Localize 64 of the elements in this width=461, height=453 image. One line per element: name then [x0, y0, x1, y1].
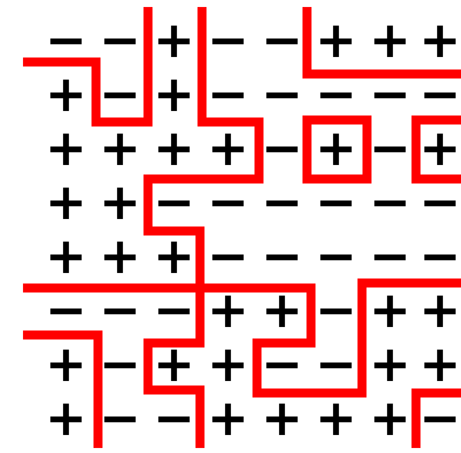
- sign: −: [104, 308, 136, 314]
- sign: +: [424, 296, 456, 327]
- sign: −: [374, 200, 406, 206]
- sign: +: [158, 80, 190, 111]
- sign: −: [266, 254, 298, 260]
- sign: +: [50, 80, 82, 111]
- sign: +: [424, 26, 456, 57]
- sign: +: [212, 404, 244, 435]
- sign: −: [424, 254, 456, 260]
- sign: −: [104, 362, 136, 368]
- sign: −: [266, 38, 298, 44]
- sign: −: [212, 200, 244, 206]
- sign: +: [424, 350, 456, 381]
- sign: +: [374, 404, 406, 435]
- sign: −: [212, 38, 244, 44]
- sign: −: [104, 92, 136, 98]
- sign: +: [50, 134, 82, 165]
- sign: +: [50, 350, 82, 381]
- sign: −: [320, 362, 352, 368]
- sign: +: [158, 350, 190, 381]
- sign: +: [212, 296, 244, 327]
- sign: +: [104, 188, 136, 219]
- sign: +: [266, 296, 298, 327]
- sign: +: [320, 134, 352, 165]
- sign: −: [50, 308, 82, 314]
- sign: −: [320, 92, 352, 98]
- sign: +: [374, 350, 406, 381]
- sign: −: [374, 254, 406, 260]
- sign: +: [104, 134, 136, 165]
- sign: −: [212, 254, 244, 260]
- sign: +: [374, 26, 406, 57]
- sign: −: [104, 416, 136, 422]
- sign: +: [50, 188, 82, 219]
- sign: −: [266, 146, 298, 152]
- sign: −: [374, 146, 406, 152]
- sign: +: [374, 296, 406, 327]
- sign: −: [320, 254, 352, 260]
- sign: −: [212, 92, 244, 98]
- sign: +: [50, 242, 82, 273]
- sign: −: [424, 416, 456, 422]
- sign: +: [158, 134, 190, 165]
- sign: −: [158, 308, 190, 314]
- sign: +: [266, 404, 298, 435]
- sign: −: [104, 38, 136, 44]
- sign: +: [104, 242, 136, 273]
- sign: +: [50, 404, 82, 435]
- sign: −: [50, 38, 82, 44]
- sign: −: [266, 362, 298, 368]
- sign: −: [320, 308, 352, 314]
- sign: −: [424, 92, 456, 98]
- sign: −: [158, 416, 190, 422]
- sign: +: [158, 242, 190, 273]
- sign: −: [266, 200, 298, 206]
- sign: −: [158, 200, 190, 206]
- sign: +: [424, 134, 456, 165]
- sign: +: [320, 404, 352, 435]
- sign: +: [320, 26, 352, 57]
- sign: −: [374, 92, 406, 98]
- sign: +: [158, 26, 190, 57]
- sign: +: [212, 350, 244, 381]
- sign: −: [266, 92, 298, 98]
- sign: +: [212, 134, 244, 165]
- sign: −: [424, 200, 456, 206]
- sign: −: [320, 200, 352, 206]
